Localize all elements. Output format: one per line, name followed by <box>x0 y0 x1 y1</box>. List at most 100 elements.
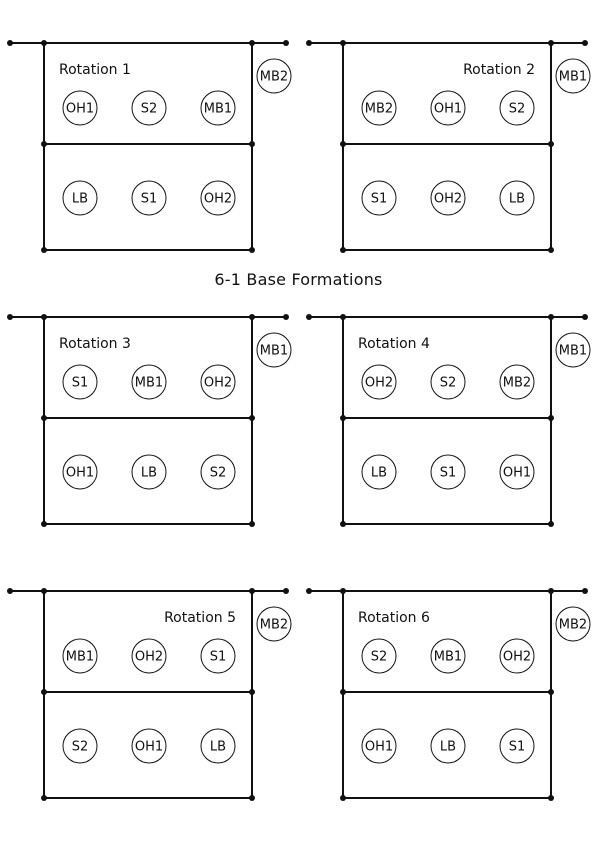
court-dot <box>283 40 289 46</box>
player-circle <box>256 58 292 94</box>
court-dot <box>548 795 554 801</box>
player-circle <box>361 728 397 764</box>
back-row-player: S1 <box>131 180 167 216</box>
court-dot <box>41 141 47 147</box>
player-circle <box>361 180 397 216</box>
outside-player: MB2 <box>555 606 591 642</box>
back-row-player: S1 <box>430 454 466 490</box>
player-label: OH2 <box>135 650 163 665</box>
front-row-player: OH2 <box>131 638 167 674</box>
player-circle <box>200 180 236 216</box>
rotation-label: Rotation 1 <box>59 62 131 78</box>
player-label: S2 <box>440 376 457 391</box>
player-label: OH2 <box>204 376 232 391</box>
player-circle <box>499 454 535 490</box>
back-row-player: LB <box>430 728 466 764</box>
player-circle <box>62 180 98 216</box>
court-dot <box>548 689 554 695</box>
front-row-player: OH2 <box>499 638 535 674</box>
rotation-label: Rotation 2 <box>463 62 535 78</box>
player-circle <box>430 454 466 490</box>
front-row-player: MB1 <box>430 638 466 674</box>
court-dot <box>249 689 255 695</box>
court-dot <box>249 415 255 421</box>
front-row-player: OH2 <box>361 364 397 400</box>
back-row-player: LB <box>499 180 535 216</box>
front-row-player: S2 <box>131 90 167 126</box>
court-dot <box>548 40 554 46</box>
player-label: MB1 <box>559 70 587 85</box>
court-dot <box>41 795 47 801</box>
court-dot <box>548 247 554 253</box>
front-row-player: OH1 <box>62 90 98 126</box>
player-label: OH1 <box>66 466 94 481</box>
player-circle <box>430 180 466 216</box>
outside-player: MB1 <box>555 332 591 368</box>
player-label: S2 <box>371 650 388 665</box>
court-dot <box>7 588 13 594</box>
player-circle <box>200 728 236 764</box>
front-row-player: S2 <box>430 364 466 400</box>
player-circle <box>430 638 466 674</box>
front-row-player: MB2 <box>499 364 535 400</box>
court-dot <box>41 521 47 527</box>
back-row-player: S2 <box>200 454 236 490</box>
front-row-player: MB1 <box>200 90 236 126</box>
front-row-player: S1 <box>62 364 98 400</box>
court-dot <box>306 588 312 594</box>
player-circle <box>131 454 167 490</box>
player-label: LB <box>440 740 456 755</box>
court-dot <box>283 588 289 594</box>
court-dot <box>283 314 289 320</box>
rotation-label: Rotation 3 <box>59 336 131 352</box>
court-dot <box>340 795 346 801</box>
player-label: S2 <box>141 102 158 117</box>
player-label: MB2 <box>503 376 531 391</box>
player-label: OH2 <box>434 192 462 207</box>
back-row-player: LB <box>131 454 167 490</box>
back-row-player: OH1 <box>62 454 98 490</box>
court-dot <box>249 521 255 527</box>
player-label: MB1 <box>135 376 163 391</box>
player-circle <box>499 180 535 216</box>
player-circle <box>256 606 292 642</box>
player-label: MB1 <box>434 650 462 665</box>
diagram-title: 6-1 Base Formations <box>214 270 383 289</box>
player-circle <box>131 90 167 126</box>
player-label: MB2 <box>260 618 288 633</box>
player-label: LB <box>72 192 88 207</box>
court-dot <box>340 141 346 147</box>
court-dot <box>548 415 554 421</box>
court-dot <box>340 247 346 253</box>
player-circle <box>131 638 167 674</box>
player-circle <box>62 638 98 674</box>
front-row-player: S1 <box>200 638 236 674</box>
back-row-player: LB <box>62 180 98 216</box>
player-circle <box>200 364 236 400</box>
player-label: LB <box>509 192 525 207</box>
player-label: OH2 <box>503 650 531 665</box>
court-dot <box>340 689 346 695</box>
player-circle <box>361 638 397 674</box>
court-dot <box>582 314 588 320</box>
court-dot <box>41 40 47 46</box>
front-row-player: MB2 <box>361 90 397 126</box>
back-row-player: OH2 <box>430 180 466 216</box>
player-label: MB1 <box>260 344 288 359</box>
court-dot <box>340 415 346 421</box>
back-row-player: OH1 <box>361 728 397 764</box>
back-row-player: LB <box>200 728 236 764</box>
court-dot <box>41 415 47 421</box>
front-row-player: S2 <box>361 638 397 674</box>
player-circle <box>499 364 535 400</box>
rotation-label: Rotation 5 <box>164 610 236 626</box>
player-circle <box>430 728 466 764</box>
player-circle <box>430 90 466 126</box>
player-circle <box>555 606 591 642</box>
court-dot <box>249 314 255 320</box>
player-circle <box>499 638 535 674</box>
player-circle <box>499 728 535 764</box>
